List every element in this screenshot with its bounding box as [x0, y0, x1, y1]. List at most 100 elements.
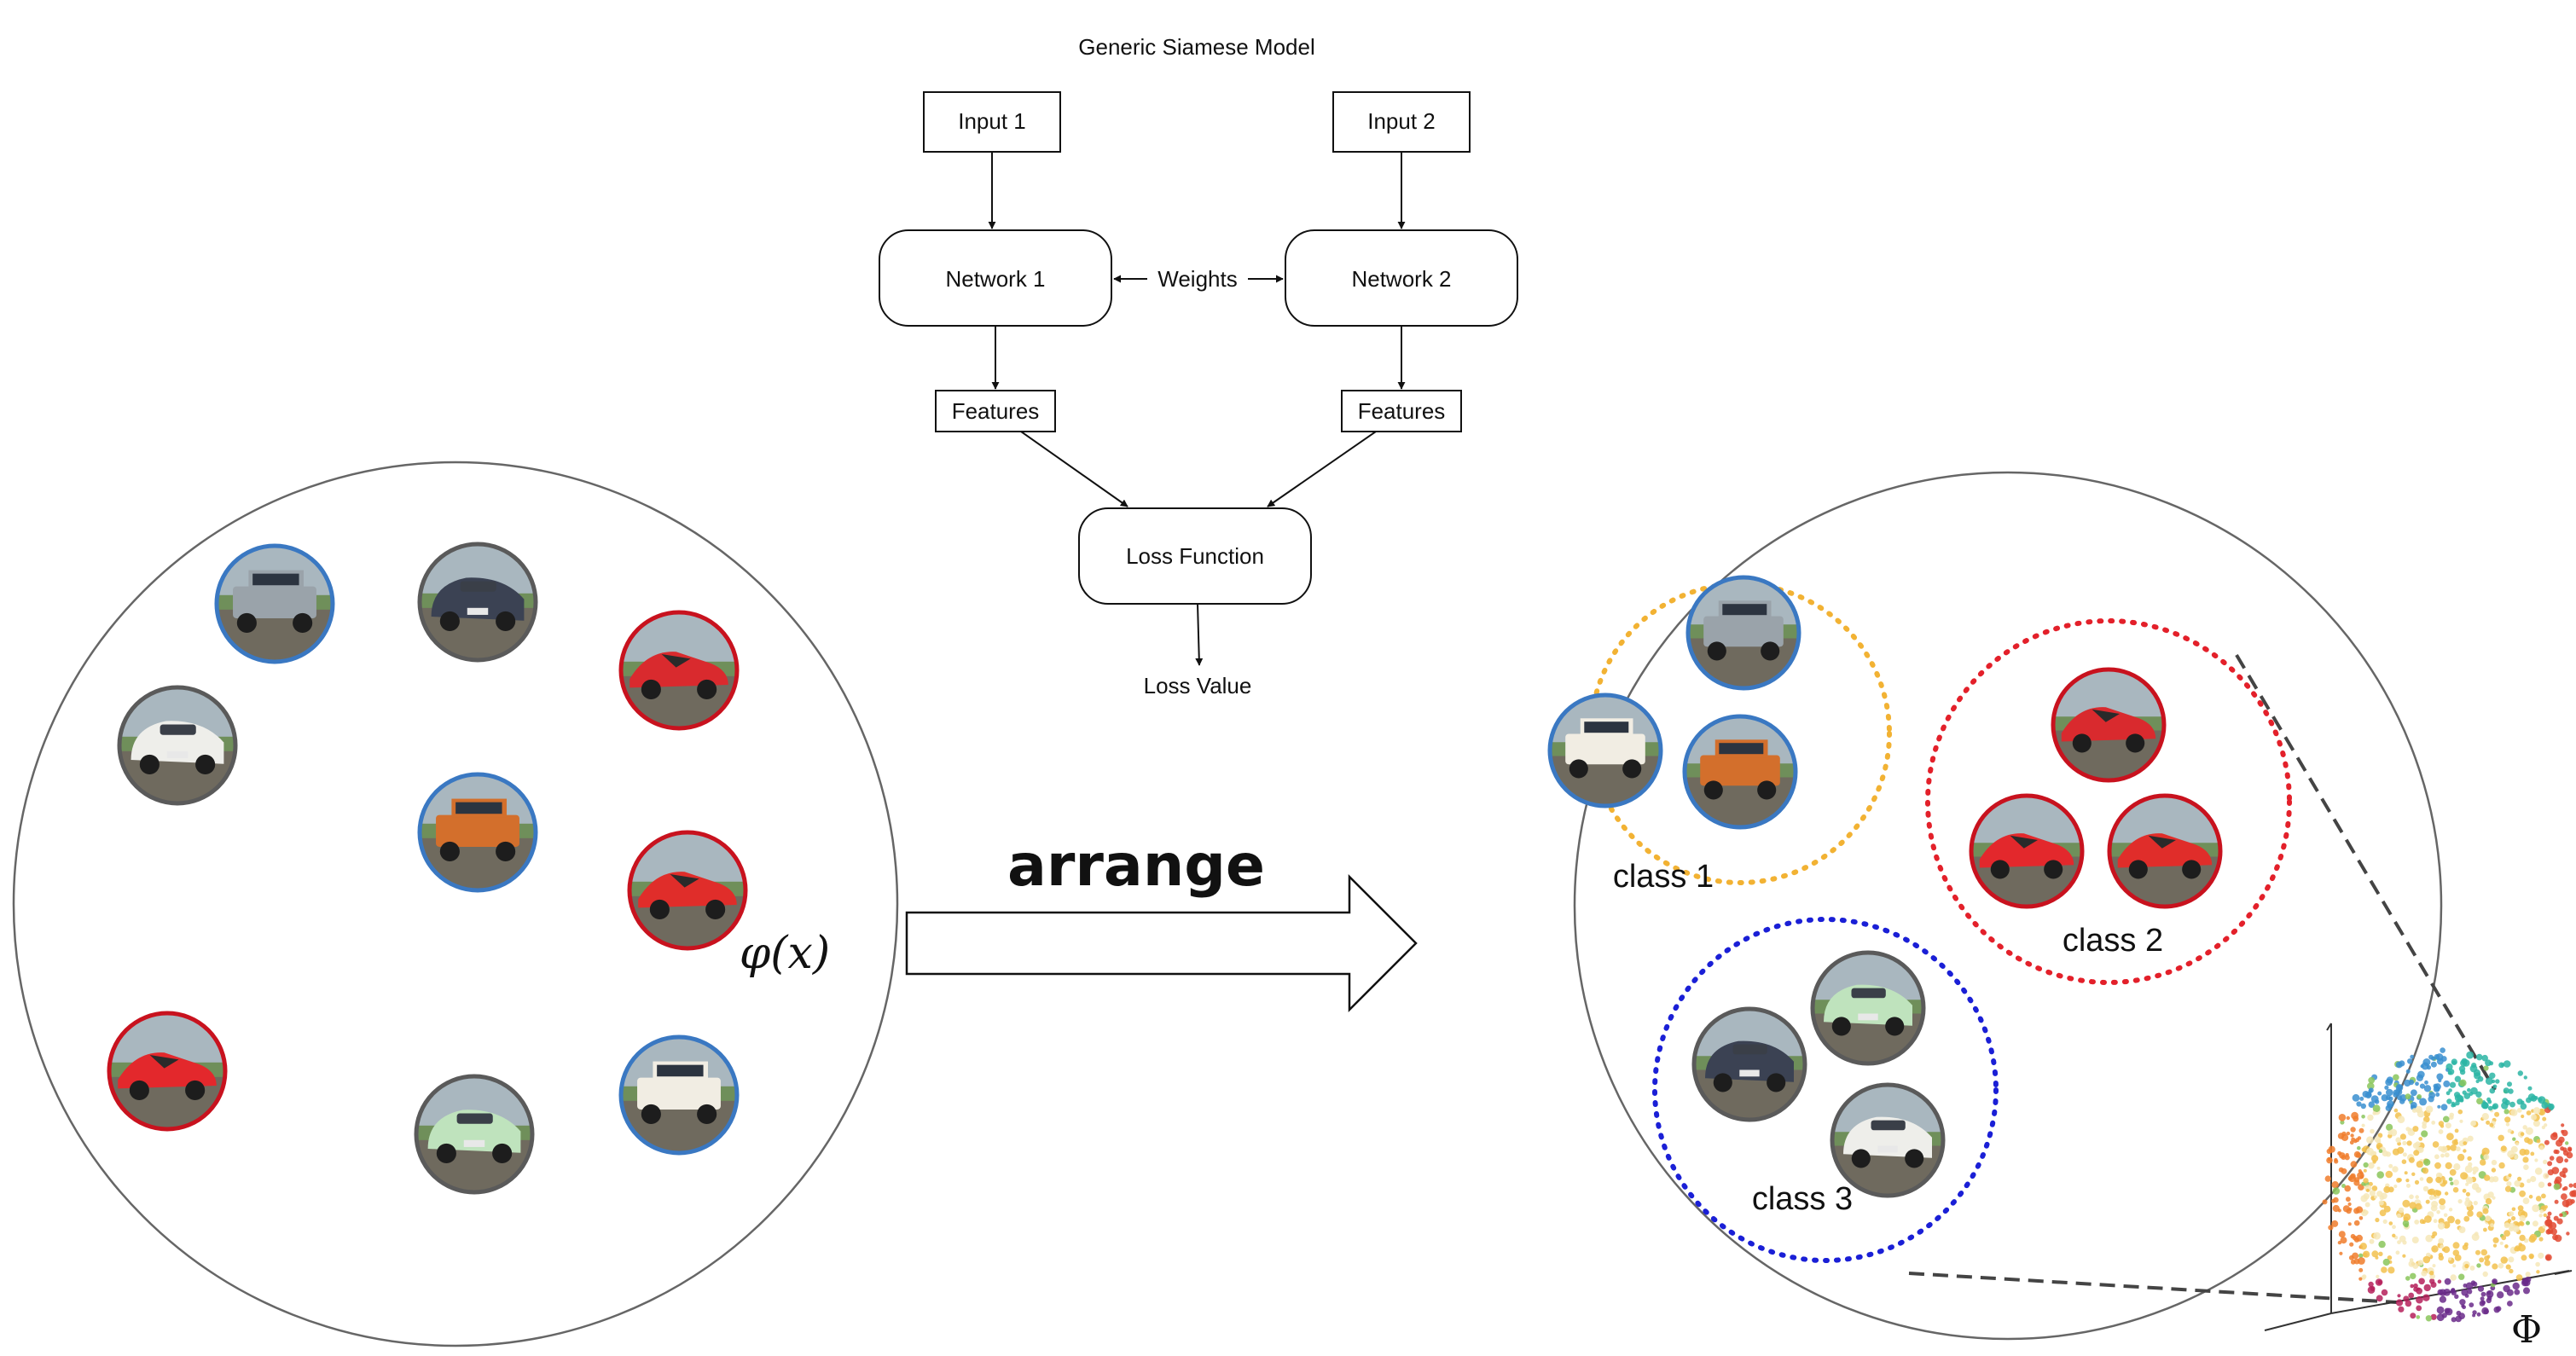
sphere-point [2485, 1215, 2492, 1222]
sphere-point [2507, 1081, 2512, 1087]
input-2-box [1332, 91, 1471, 153]
sphere-point [2466, 1051, 2474, 1059]
sphere-point [2440, 1056, 2447, 1062]
sphere-point [2534, 1168, 2543, 1175]
sphere-point [2573, 1182, 2576, 1189]
hummer-car-thumbnail [1682, 714, 1798, 830]
sphere-point [2350, 1133, 2354, 1138]
sphere-point [2419, 1098, 2428, 1106]
sphere-point [2459, 1119, 2463, 1123]
sphere-point [2404, 1171, 2408, 1175]
sphere-point [2470, 1087, 2478, 1095]
sphere-point [2438, 1121, 2445, 1127]
sphere-point [2439, 1289, 2446, 1296]
sphere-point [2424, 1080, 2428, 1085]
sphere-point [2363, 1250, 2370, 1258]
sphere-point [2459, 1079, 2467, 1087]
sphere-point [2472, 1310, 2477, 1315]
sphere-point [2368, 1101, 2376, 1108]
sphere-point [2422, 1185, 2429, 1192]
sphere-point [2480, 1159, 2486, 1166]
sphere-point [2430, 1204, 2438, 1212]
sphere-point [2438, 1237, 2445, 1244]
sphere-point [2544, 1123, 2548, 1127]
sphere-point [2355, 1152, 2362, 1158]
sphere-point [2423, 1284, 2431, 1292]
sphere-point [2417, 1260, 2424, 1266]
sphere-point [2527, 1093, 2536, 1101]
sphere-point [2415, 1141, 2421, 1147]
sphere-point [2436, 1073, 2444, 1081]
arrange-label: arrange [1007, 832, 1265, 900]
sphere-point [2541, 1102, 2549, 1109]
sphere-point [2461, 1058, 2468, 1065]
sphere-point [2383, 1205, 2391, 1213]
sphere-point [2398, 1207, 2405, 1214]
sphere-point [2386, 1088, 2393, 1097]
features-2-label: Features [1358, 398, 1446, 424]
sphere-point [2415, 1195, 2419, 1199]
sphere-point [2332, 1204, 2340, 1213]
sphere-point [2520, 1132, 2525, 1136]
sphere-point [2393, 1074, 2399, 1081]
sphere-point [2532, 1204, 2540, 1213]
sphere-point [2450, 1181, 2454, 1185]
sphere-point [2467, 1210, 2474, 1217]
sphere-point [2485, 1077, 2493, 1085]
sphere-point [2395, 1084, 2404, 1092]
sphere-point [2449, 1081, 2457, 1088]
sphere-point [2543, 1213, 2547, 1218]
sphere-point [2431, 1121, 2436, 1125]
sphere-point [2434, 1154, 2440, 1160]
hummer-car-thumbnail [1547, 692, 1663, 808]
sphere-point [2464, 1263, 2469, 1269]
sphere-point [2449, 1112, 2454, 1118]
sphere-point [2433, 1219, 2438, 1224]
sphere-point [2368, 1076, 2376, 1084]
sphere-point [2449, 1168, 2457, 1176]
sphere-point [2346, 1197, 2351, 1202]
sphere-point [2525, 1127, 2533, 1135]
class-2-label: class 2 [2063, 923, 2163, 959]
sphere-point [2486, 1120, 2491, 1125]
ferrari-car-thumbnail [107, 1011, 228, 1132]
sphere-point [2405, 1179, 2410, 1183]
sphere-point [2505, 1122, 2510, 1127]
sphere-point [2561, 1123, 2565, 1127]
sphere-point [2425, 1105, 2434, 1113]
sphere-point [2353, 1139, 2358, 1144]
sphere-point [2528, 1194, 2533, 1199]
sphere-point [2496, 1306, 2502, 1312]
sphere-point [2483, 1154, 2490, 1161]
sphere-point [2416, 1094, 2422, 1099]
sphere-point [2566, 1151, 2573, 1159]
sphere-point [2392, 1233, 2396, 1238]
sphere-point [2492, 1084, 2498, 1089]
sphere-point [2370, 1128, 2375, 1134]
sphere-point [2413, 1283, 2418, 1289]
sphere-point [2439, 1203, 2445, 1210]
sphere-point [2521, 1279, 2529, 1287]
hummer-car-thumbnail [417, 772, 538, 893]
sphere-point [2482, 1102, 2489, 1110]
sphere-point [2462, 1244, 2469, 1250]
sphere-point [2350, 1127, 2356, 1133]
sphere-point [2463, 1149, 2467, 1153]
loss-value-label: Loss Value [1144, 673, 1252, 698]
sphere-point [2434, 1054, 2440, 1060]
sphere-point [2422, 1058, 2431, 1066]
sphere-point [2452, 1186, 2459, 1193]
sphere-point [2479, 1257, 2485, 1263]
arrange-arrow [905, 873, 1418, 1013]
sphere-point [2470, 1280, 2476, 1285]
sphere-point [2375, 1278, 2383, 1286]
sphere-point [2428, 1054, 2434, 1060]
sphere-point [2358, 1277, 2363, 1281]
sphere-point [2429, 1278, 2435, 1284]
sphere-point [2483, 1174, 2491, 1181]
sphere-point [2464, 1294, 2469, 1298]
sphere-point [2423, 1116, 2430, 1123]
sphere-point [2544, 1139, 2550, 1145]
sphere-point [2501, 1235, 2507, 1241]
